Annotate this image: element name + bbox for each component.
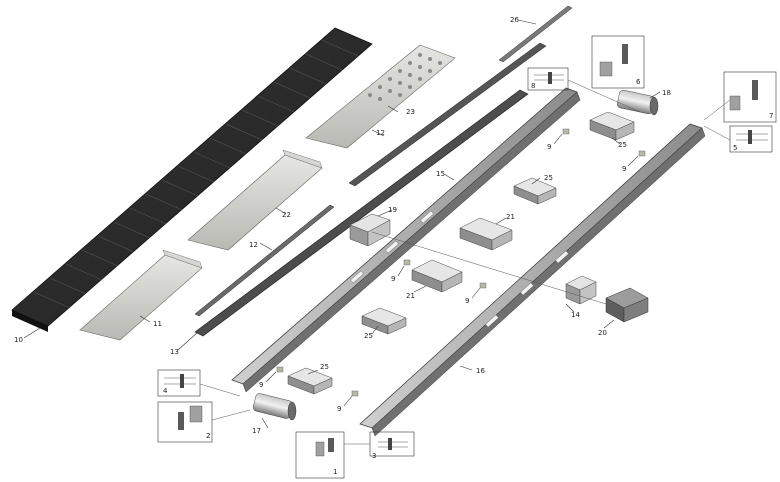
assembly-lines [199,79,731,445]
frame-bar-part-13 [194,89,529,337]
callout-box-2 [157,401,213,443]
part-label-21-a: 21 [506,213,515,221]
part-label-10: 10 [14,336,23,344]
part-label-9-d: 9 [465,297,469,305]
part-label-9-c: 9 [391,275,395,283]
cross-member-part-25-a [513,177,557,205]
part-label-18: 18 [662,89,671,97]
bracket-part-19 [349,213,391,247]
part-label-25-b: 25 [618,141,627,149]
part-label-25-a: 25 [544,174,553,182]
part-label-9-b: 9 [622,165,626,173]
part-label-12-a: 12 [376,129,385,137]
cross-member-part-25-c [361,307,407,335]
part-label-23: 23 [406,108,415,116]
part-labels: 1 2 3 4 5 6 7 8 9 9 9 9 9 9 10 11 12 12 … [14,16,773,476]
part-label-8: 8 [531,82,535,90]
belt-part-10 [11,27,373,332]
part-label-1: 1 [333,468,337,476]
callout-box-8 [527,67,569,91]
part-label-14: 14 [571,311,580,319]
part-label-7: 7 [769,112,773,120]
part-label-21-b: 21 [406,292,415,300]
part-label-9-a: 9 [547,143,551,151]
guide-bar-part-12-upper [348,42,547,187]
roller-part-17 [252,393,297,421]
leader-lines [23,19,661,429]
pan-part-11 [79,249,203,341]
part-label-6: 6 [636,78,641,86]
side-rail-part-15 [231,87,581,393]
part-label-26: 26 [510,16,519,24]
part-label-13: 13 [170,348,179,356]
part-label-5: 5 [733,144,737,152]
part-label-25-d: 25 [320,363,329,371]
part-label-3: 3 [372,452,376,460]
part-label-9-f: 9 [337,405,341,413]
part-label-25-c: 25 [364,332,373,340]
guide-bar-part-26 [498,5,573,63]
cross-member-part-21-lower [411,259,463,293]
part-label-16: 16 [476,367,485,375]
cross-member-part-21-upper [459,217,513,251]
callout-box-1 [295,431,345,479]
clip-parts-9 [276,128,646,397]
part-label-12-b: 12 [249,241,258,249]
bracket-part-14 [565,275,597,305]
cross-member-part-25-b [589,111,635,141]
side-rail-part-16 [359,123,706,437]
part-label-15: 15 [436,170,445,178]
callout-box-5 [729,125,773,153]
part-label-9-e: 9 [259,381,263,389]
callout-box-6 [591,35,645,89]
motor-box-part-20 [605,287,649,323]
perforated-pan-part-23 [305,44,456,149]
part-label-20: 20 [598,329,607,337]
pan-part-22 [187,149,323,251]
guide-bar-part-12-lower [194,204,335,317]
callout-box-4 [157,369,201,397]
part-label-19: 19 [388,206,397,214]
part-label-2: 2 [206,432,210,440]
callout-box-3 [369,431,415,457]
part-label-22: 22 [282,211,291,219]
part-label-4: 4 [163,387,168,395]
callout-box-7 [723,71,777,123]
cross-member-part-25-d [287,367,333,395]
roller-part-18 [617,89,659,116]
part-label-11: 11 [153,320,162,328]
part-label-17: 17 [252,427,261,435]
